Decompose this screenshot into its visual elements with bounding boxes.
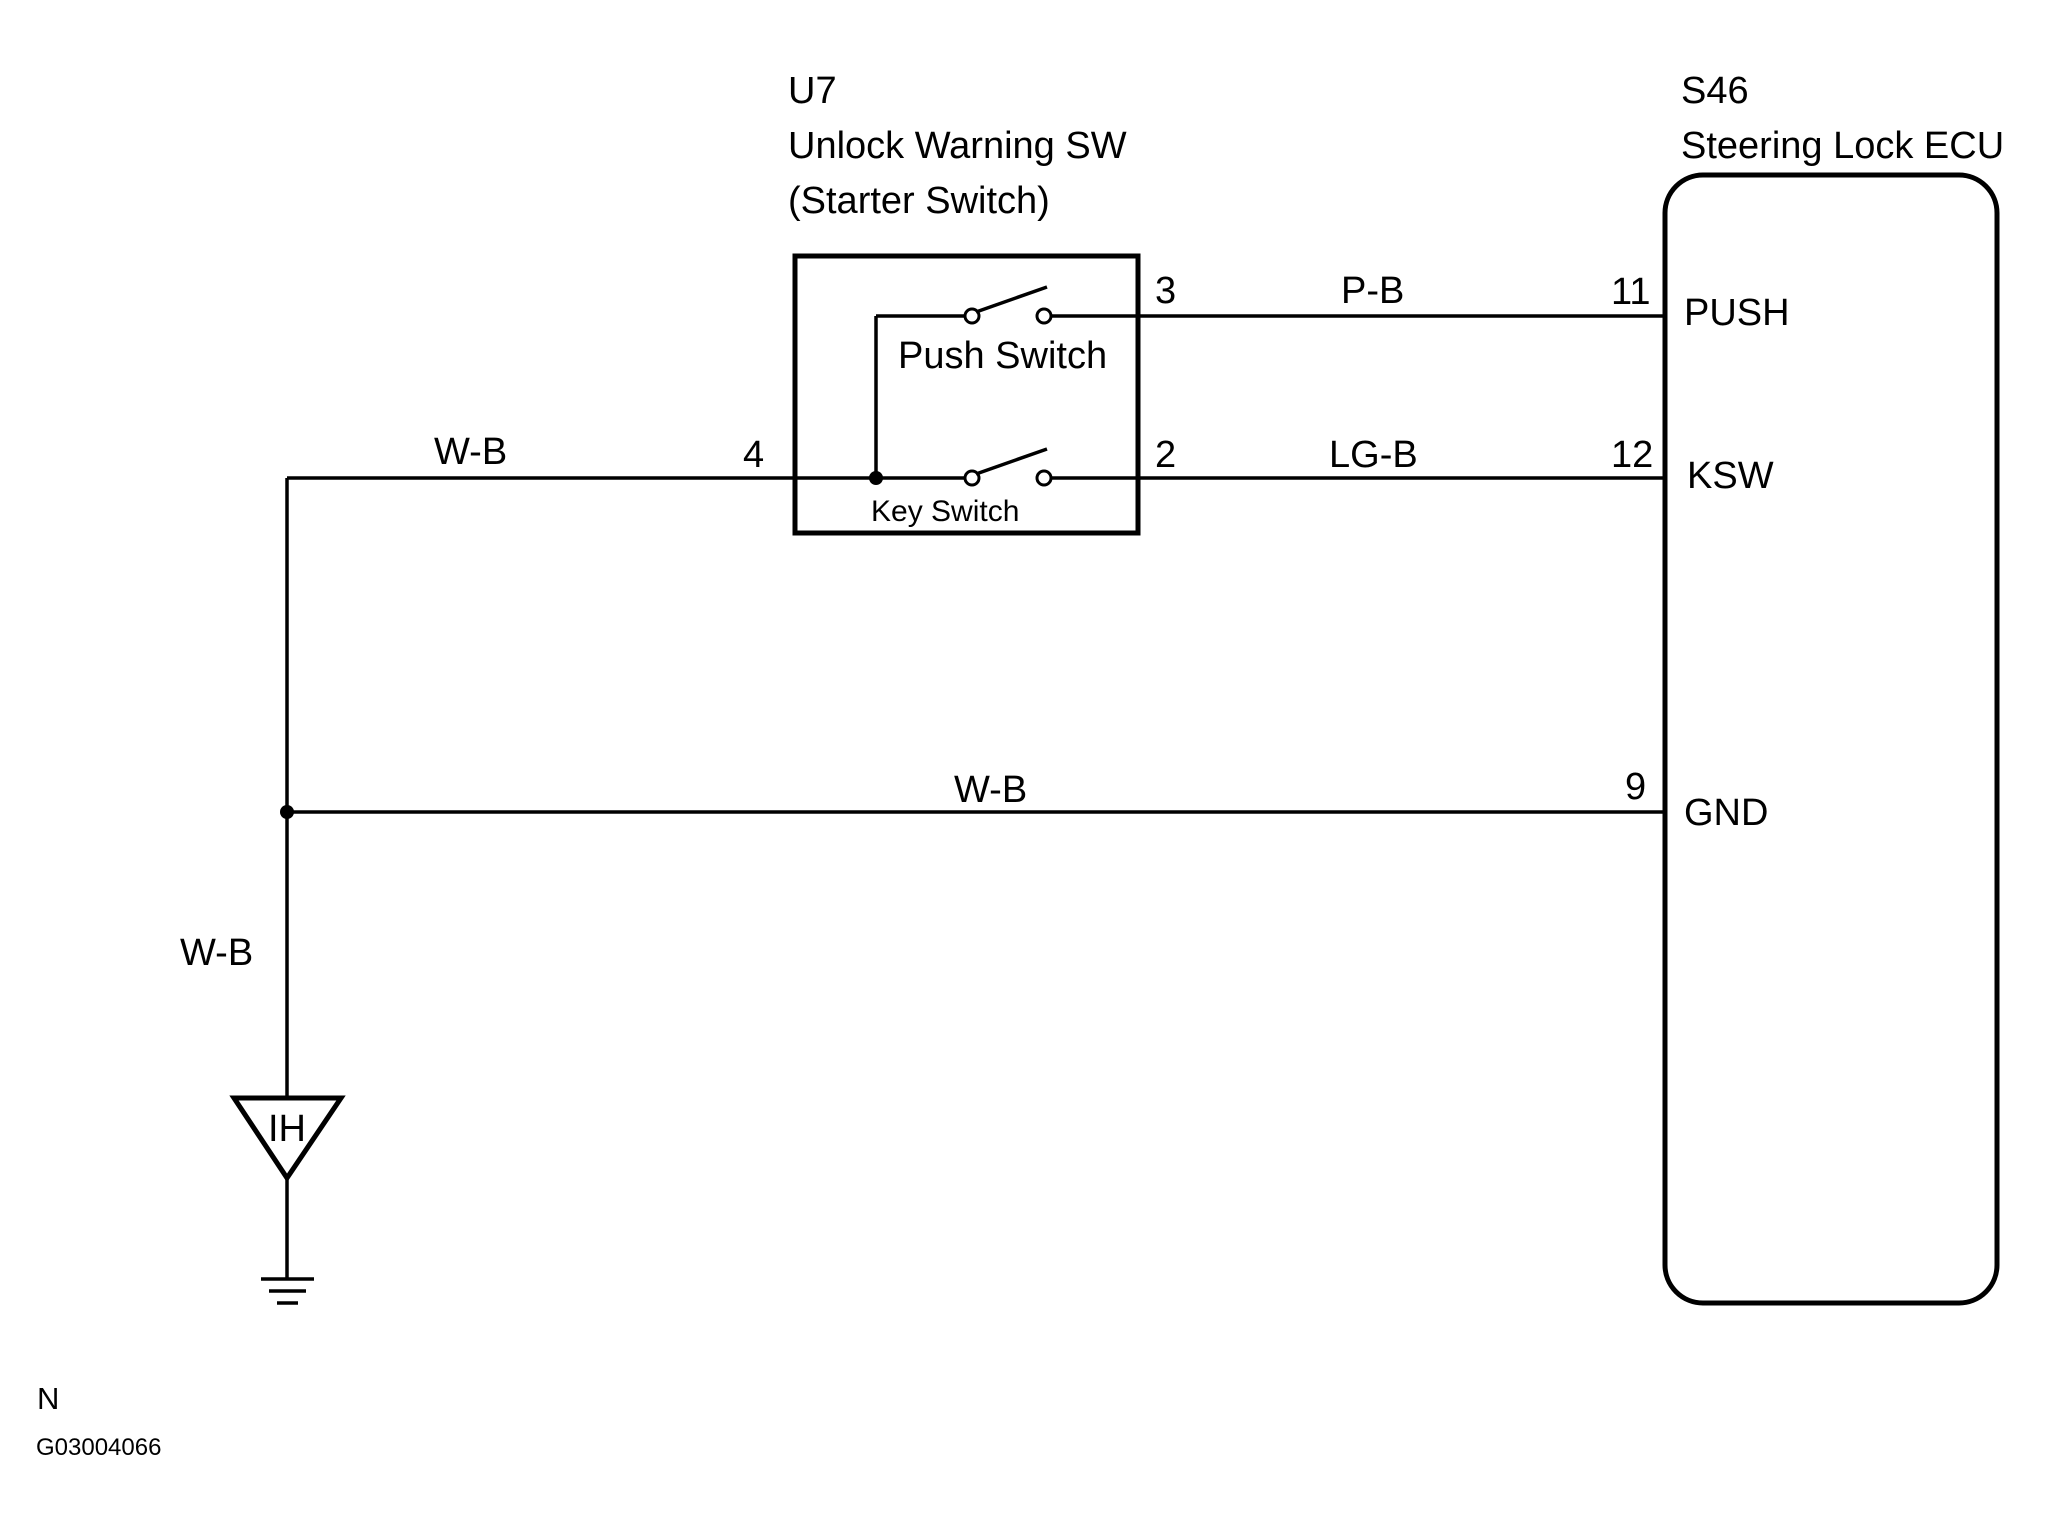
switch-ground-wire-color: W-B (434, 431, 507, 473)
ground-junction (280, 805, 294, 819)
push-signal-wire-color: P-B (1341, 270, 1404, 312)
switch-component-subname: (Starter Switch) (788, 180, 1050, 222)
key-switch-contact-left (963, 469, 981, 487)
push-switch-blade (975, 285, 1048, 314)
switch-common-junction (869, 471, 883, 485)
key-switch-contact-right (1035, 469, 1053, 487)
ksw-signal-wire-color: LG-B (1329, 434, 1418, 476)
ecu-terminal-ksw: KSW (1687, 455, 1774, 497)
switch-component-code: U7 (788, 70, 837, 112)
footer-letter: N (37, 1381, 59, 1416)
key-switch-label: Key Switch (871, 495, 1019, 528)
ecu-component-code: S46 (1681, 70, 1749, 112)
ecu-ground-wire-color: W-B (954, 769, 1027, 811)
switch-pin-4: 4 (743, 434, 764, 476)
figure-id: G03004066 (36, 1434, 161, 1461)
ecu-component-name: Steering Lock ECU (1681, 125, 2004, 167)
ground-point-code: IH (268, 1108, 306, 1150)
ecu-pin-11: 11 (1611, 271, 1650, 313)
ecu-terminal-gnd: GND (1684, 792, 1768, 834)
switch-component-name: Unlock Warning SW (788, 125, 1127, 167)
ecu-pin-9: 9 (1625, 766, 1646, 808)
switch-pin-3: 3 (1155, 270, 1176, 312)
key-switch-blade (975, 447, 1048, 476)
ecu-pin-12: 12 (1611, 434, 1653, 476)
switch-component-box (792, 253, 1141, 536)
earth-ground-icon (261, 1277, 314, 1305)
push-switch-contact-left (963, 307, 981, 325)
ecu-component-box (1662, 172, 2000, 1306)
push-switch-label: Push Switch (898, 335, 1107, 377)
switch-pin-2: 2 (1155, 434, 1176, 476)
ground-point-triangle (229, 1095, 346, 1183)
ecu-terminal-push: PUSH (1684, 292, 1790, 334)
ground-drop-wire-color: W-B (180, 932, 253, 974)
push-switch-contact-right (1035, 307, 1053, 325)
